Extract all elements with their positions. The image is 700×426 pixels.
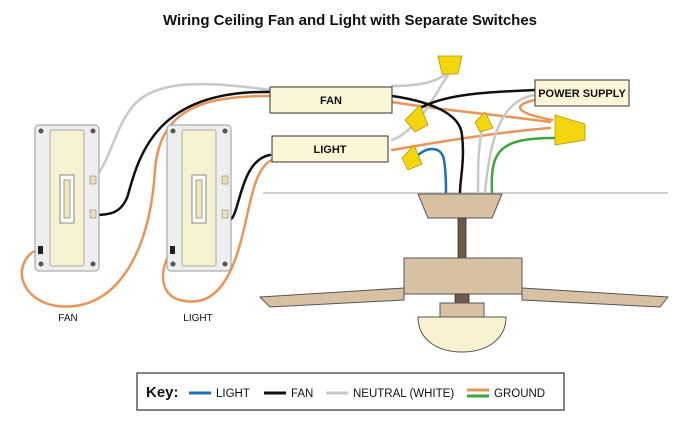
neutral-wire-light-to-nut — [390, 73, 450, 142]
light-box-label: LIGHT — [314, 144, 347, 156]
light-switch[interactable] — [166, 124, 232, 272]
ground-wire-light-switch — [161, 158, 274, 303]
fan-motor-housing — [403, 257, 523, 295]
fan-blade-right — [521, 287, 669, 308]
ground-wire-light-to-nut — [390, 126, 552, 152]
fan-light-globe — [417, 316, 507, 353]
fan-switch[interactable] — [34, 124, 100, 272]
key-label-neutral: NEUTRAL (WHITE) — [353, 388, 454, 400]
fan-box-label: FAN — [320, 95, 342, 107]
ceiling-fan — [258, 193, 669, 353]
wire-nut-fan — [404, 104, 429, 133]
fan-wire-light-switch — [228, 153, 272, 222]
neutral-wire-fan-to-nut — [390, 70, 450, 88]
diagram-title: Wiring Ceiling Fan and Light with Separa… — [163, 12, 537, 29]
ground-wire-fan-switch — [20, 94, 272, 308]
key-label-ground: GROUND — [494, 388, 545, 400]
fan-box: FAN — [269, 86, 393, 114]
light-wire-to-fan — [416, 147, 448, 194]
fan-downrod — [457, 217, 467, 259]
wires — [20, 70, 557, 308]
fan-wire-switch — [93, 90, 272, 217]
neutral-wire-fan-switch — [93, 82, 272, 180]
wire-nuts — [401, 55, 586, 171]
wire-nut-ground — [554, 114, 586, 146]
fan-canopy — [417, 193, 503, 219]
ground-wire-fan-to-nut — [390, 100, 552, 124]
fan-wire-to-fan — [390, 94, 465, 194]
power-supply-label: POWER SUPPLY — [538, 88, 626, 100]
power-supply-box: POWER SUPPLY — [534, 79, 630, 107]
fan-wire-supply — [418, 88, 537, 110]
key-label-fan: FAN — [291, 388, 313, 400]
key-label-light: LIGHT — [216, 388, 250, 400]
light-switch-label: LIGHT — [183, 313, 212, 324]
neutral-wire-fan-down — [476, 126, 484, 194]
wire-nut-neutral — [437, 55, 463, 75]
ground-green-wire — [490, 136, 557, 194]
fan-blade-left — [258, 287, 405, 308]
neutral-wire-supply-down — [483, 93, 537, 194]
light-box: LIGHT — [271, 135, 389, 163]
fan-switch-label: FAN — [58, 313, 77, 324]
key-legend: Key: LIGHT FAN NEUTRAL (WHITE) GROUND — [136, 372, 565, 411]
wire-nut-light — [401, 144, 423, 171]
key-heading: Key: — [146, 384, 179, 401]
ground-wire-supply — [518, 98, 554, 122]
wire-nut-neutral-fan — [474, 111, 494, 133]
